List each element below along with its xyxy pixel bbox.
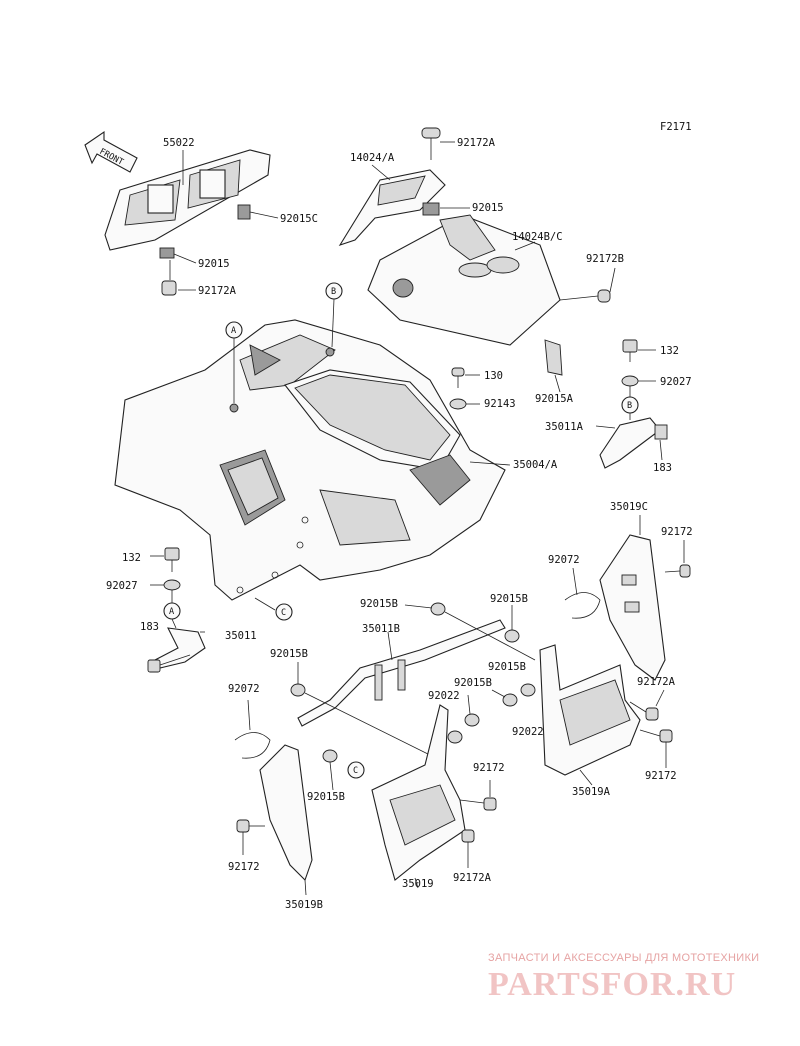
callout-b-right: B xyxy=(621,386,639,420)
svg-text:A: A xyxy=(231,326,236,336)
label-92015b-5: 92015B xyxy=(454,677,492,689)
mudflap-35019b xyxy=(236,744,313,896)
label-92172a-top-left: 92172A xyxy=(198,285,237,297)
label-92172-right-top: 92172 xyxy=(661,526,693,538)
label-92027-right: 92027 xyxy=(660,376,692,388)
label-92172-right-bottom: 92172 xyxy=(645,770,677,782)
label-92015b-6: 92015B xyxy=(307,791,345,803)
label-35011a: 35011A xyxy=(545,421,584,433)
label-183-left: 183 xyxy=(140,621,159,633)
label-14024bc: 14024B/C xyxy=(512,231,563,243)
svg-text:B: B xyxy=(331,287,336,297)
stay-35011b xyxy=(297,602,536,727)
bolt-132-right xyxy=(622,339,656,362)
washer-92143 xyxy=(449,398,480,410)
mudflap-35019c xyxy=(599,515,691,681)
watermark-tagline: ЗАПЧАСТИ И АКСЕССУАРЫ ДЛЯ МОТОТЕХНИКИ xyxy=(488,952,760,964)
label-92172a-bottom: 92172A xyxy=(453,872,492,884)
label-132-right: 132 xyxy=(660,345,679,357)
label-92015b-1: 92015B xyxy=(360,598,398,610)
clamp-92072-right xyxy=(564,567,601,619)
label-92172a-top: 92172A xyxy=(457,137,496,149)
label-92015b-4: 92015B xyxy=(488,661,526,673)
label-35019: 35019 xyxy=(402,878,434,890)
label-92172-mid: 92172 xyxy=(473,762,505,774)
clamp-92072-left xyxy=(234,699,271,759)
label-35019b: 35019B xyxy=(285,899,323,911)
callout-b-top: B xyxy=(325,282,343,348)
washer-92027-left xyxy=(150,579,181,591)
label-92015-top-left: 92015 xyxy=(198,258,230,270)
callout-a-left: A xyxy=(163,590,181,629)
label-92072-right: 92072 xyxy=(548,554,580,566)
cover-14024a xyxy=(338,127,470,247)
label-92022-2: 92022 xyxy=(512,726,544,738)
label-92015a: 92015A xyxy=(535,393,574,405)
figure-code: F2171 xyxy=(660,121,692,133)
nut-92015b-left xyxy=(290,662,441,761)
svg-text:C: C xyxy=(281,608,286,618)
label-92072-left: 92072 xyxy=(228,683,260,695)
front-arrow-icon: FRONT xyxy=(84,130,138,173)
nut-92015b-lower xyxy=(322,749,338,791)
screw-130 xyxy=(451,367,480,388)
watermark-logo: PARTSFOR.RU xyxy=(488,966,737,1003)
label-130: 130 xyxy=(484,370,503,382)
label-92172a-right: 92172A xyxy=(637,676,676,688)
label-132-left: 132 xyxy=(122,552,141,564)
label-183-right: 183 xyxy=(653,462,672,474)
callout-a-top: A xyxy=(225,321,243,403)
label-35011: 35011 xyxy=(225,630,257,642)
bolt-132-left xyxy=(150,547,180,572)
callout-c-fender: C xyxy=(275,603,293,621)
svg-text:C: C xyxy=(353,766,358,776)
label-55022: 55022 xyxy=(163,137,195,149)
label-92015b-3: 92015B xyxy=(270,648,308,660)
bracket-35011a xyxy=(595,417,668,469)
label-35019a: 35019A xyxy=(572,786,611,798)
clip-92015a xyxy=(544,339,563,393)
label-35019c: 35019C xyxy=(610,501,648,513)
label-92015b-2: 92015B xyxy=(490,593,528,605)
label-92027-left: 92027 xyxy=(106,580,138,592)
bracket-35011 xyxy=(147,627,206,673)
label-92143: 92143 xyxy=(484,398,516,410)
label-92015-top-mid: 92015 xyxy=(472,202,504,214)
label-35004a: 35004/A xyxy=(513,459,558,471)
rear-fender-35004a xyxy=(114,319,511,611)
cover-14024bc xyxy=(367,214,616,346)
label-92172b: 92172B xyxy=(586,253,624,265)
label-92015c: 92015C xyxy=(280,213,318,225)
washer-92027-right xyxy=(621,375,656,387)
svg-text:A: A xyxy=(169,607,174,617)
callout-c-lower: C xyxy=(347,761,365,779)
label-14024a: 14024/A xyxy=(350,152,395,164)
nut-92015b-center xyxy=(447,683,536,744)
svg-text:B: B xyxy=(627,401,632,411)
bracket-55022 xyxy=(104,149,279,296)
mudguard-35019 xyxy=(371,704,497,889)
mudguard-35019a xyxy=(539,644,673,786)
label-92172-left: 92172 xyxy=(228,861,260,873)
label-92022-1: 92022 xyxy=(428,690,460,702)
label-35011b: 35011B xyxy=(362,623,400,635)
